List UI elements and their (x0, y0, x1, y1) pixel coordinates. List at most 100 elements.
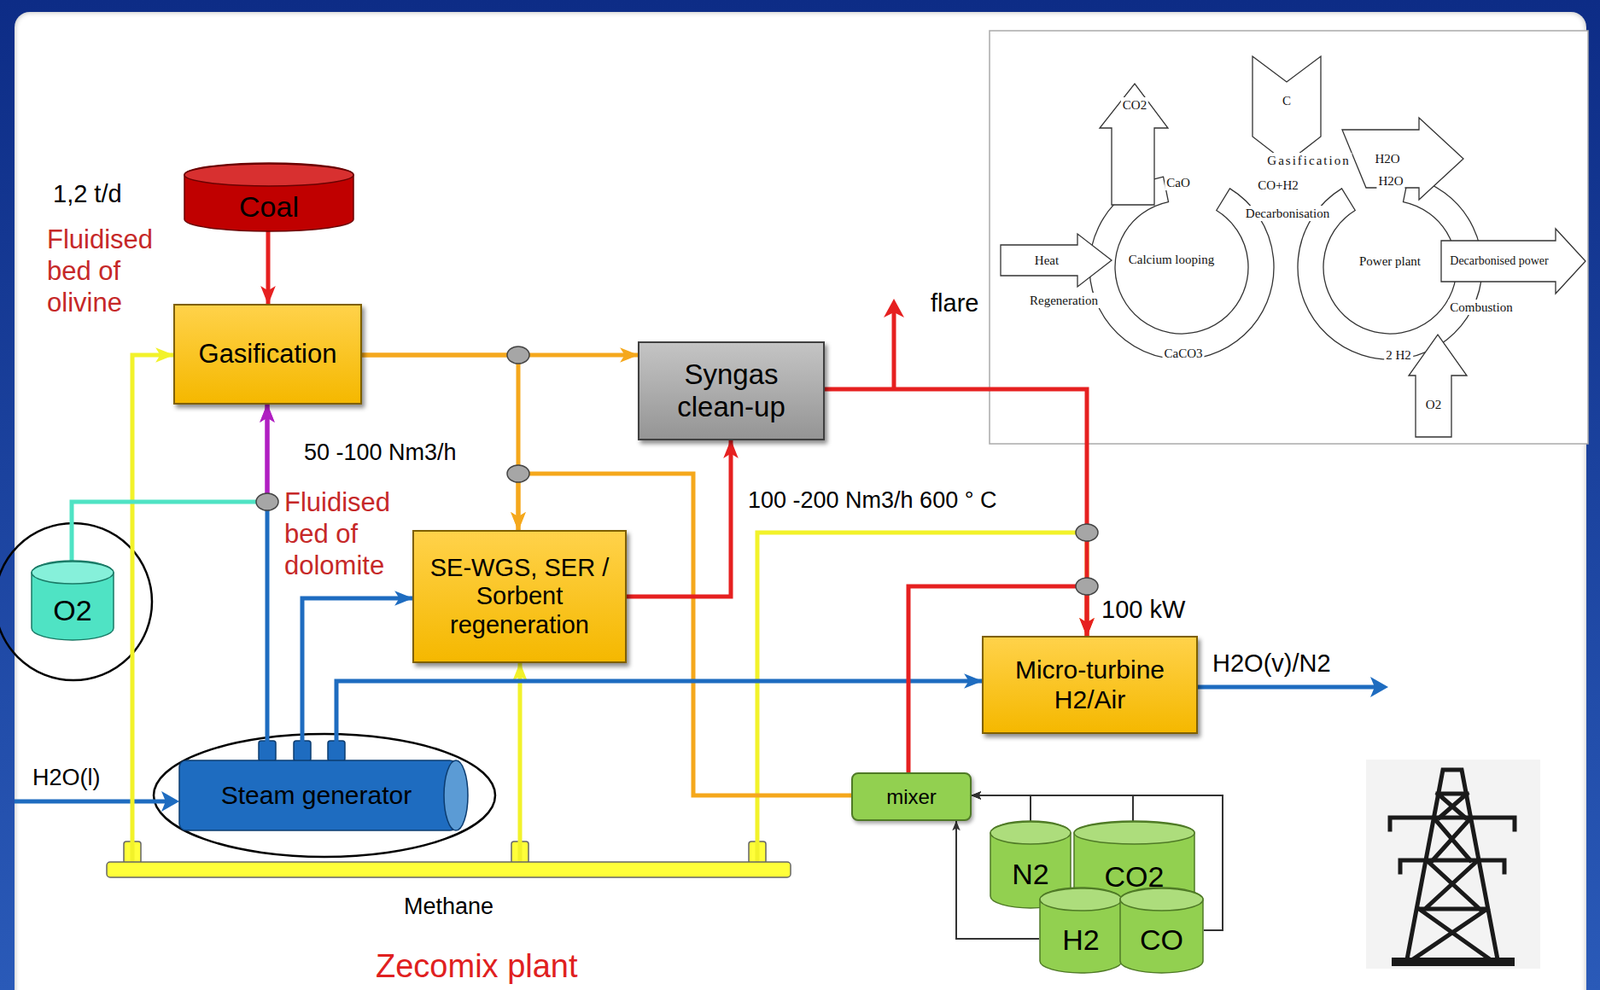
scheme-label: Calcium looping (1127, 251, 1216, 268)
flow-connector (267, 404, 269, 760)
node-text: N2 (1011, 858, 1049, 892)
block-arrow (1408, 334, 1467, 438)
scheme-label: Heat (1033, 252, 1061, 269)
flare-arrow (892, 312, 897, 390)
node-text: mixer (886, 785, 937, 810)
flow-connector (626, 440, 731, 597)
block-arrow (1252, 56, 1321, 164)
coal-hopper-outline (184, 163, 354, 232)
gas-tank-outline (31, 560, 114, 641)
methane-header: Methane (106, 862, 791, 923)
steam-generator-outline (179, 760, 457, 831)
gas-cylinder: CO (1119, 887, 1204, 974)
scheme-label: CaCO3 (1162, 345, 1205, 362)
connector-line (971, 795, 1133, 822)
annotation: flare (930, 288, 979, 319)
junction-dot (256, 493, 279, 511)
scheme-label: 2 H2 (1383, 347, 1414, 363)
flare-arrow (883, 298, 905, 318)
connector-line (265, 404, 270, 503)
pylon-icon (1391, 957, 1515, 967)
scheme-label: CaO (1164, 175, 1192, 191)
connector-line (266, 231, 271, 304)
block-arrow (1099, 83, 1168, 205)
water-inlet-arrow (161, 791, 180, 812)
junction-dot (1075, 578, 1098, 596)
scheme-label: H2O (1372, 151, 1402, 167)
flow-connector (132, 355, 174, 863)
flare-arrow (883, 298, 905, 390)
scheme-label: Gasification (1265, 152, 1352, 169)
exhaust-arrow (1197, 685, 1375, 690)
connector-line (626, 440, 731, 597)
exhaust-arrow (1197, 677, 1389, 698)
connector-line (132, 355, 174, 863)
node-text: Micro-turbine H2/Air (992, 655, 1188, 715)
annotation: Fluidised bed of dolomite (284, 486, 421, 583)
annotation: H2O(l) (32, 764, 101, 792)
flow-connector (71, 404, 268, 561)
junction-dot (507, 346, 530, 364)
scheme-label: Regeneration (1027, 292, 1100, 309)
scheme-label: O2 (1424, 397, 1443, 413)
scheme-label: H2O (1376, 173, 1405, 189)
process-box: SE-WGS, SER / Sorbent regeneration (412, 530, 627, 664)
water-inlet-arrow (14, 791, 180, 812)
scheme-label: Decarbonised power (1448, 254, 1550, 269)
flow-connector (268, 231, 269, 304)
node-text: O2 (52, 594, 92, 628)
gas-cylinder-outline (1120, 887, 1203, 974)
flow-connector (519, 663, 521, 863)
process-box: Syngas clean-up (637, 341, 825, 441)
gas-tank-outline (31, 561, 114, 584)
exhaust-arrow (1370, 677, 1389, 698)
connector-line (518, 663, 523, 863)
connector-line (971, 795, 1031, 822)
gas-cylinder-outline (1039, 888, 1122, 911)
pylon-icon (1389, 770, 1515, 960)
node-text: SE-WGS, SER / Sorbent regeneration (422, 554, 617, 640)
scheme-label: Power plant (1357, 253, 1423, 269)
gas-cylinder-outline (1074, 822, 1195, 845)
inset-scheme (989, 30, 1589, 444)
node-text: Syngas clean-up (648, 358, 815, 424)
scheme-label: CO+H2 (1255, 177, 1301, 193)
gas-cylinder-outline (1120, 888, 1203, 911)
block-arrow (1000, 233, 1112, 287)
inset-scheme (989, 30, 1589, 444)
pylon-icon (1413, 794, 1490, 960)
coal-hopper: Coal (183, 163, 355, 232)
gas-cylinder: H2 (1039, 887, 1123, 974)
scheme-label: Decarbonisation (1243, 205, 1332, 222)
node-text: CO (1139, 923, 1184, 958)
junction-dot (1075, 524, 1098, 542)
block-arrow (1441, 228, 1586, 294)
flow-connector (336, 681, 982, 760)
gas-cylinder-outline (990, 822, 1071, 845)
pylon-icon (1366, 759, 1541, 970)
connector-line (265, 502, 270, 760)
node-text: Steam generator (221, 781, 412, 812)
annotation: H2O(v)/N2 (1212, 648, 1332, 679)
gas-tank: O2 (30, 560, 115, 641)
enclosing-ellipse (0, 523, 152, 681)
enclosing-ellipse (153, 734, 496, 858)
flow-connector (971, 795, 1133, 822)
connector-line (71, 502, 268, 561)
steam-generator-outline (443, 760, 468, 831)
process-box: Gasification (173, 303, 363, 405)
annotation: 100 -200 Nm3/h 600 ° C (747, 486, 997, 514)
methane-tap (123, 841, 766, 865)
block-arrow (1342, 117, 1464, 200)
annotation: 50 -100 Nm3/h (303, 438, 457, 467)
methane-header-outline (106, 862, 791, 878)
annotation: Fluidised bed of olivine (46, 223, 174, 320)
flow-connector (971, 795, 1031, 822)
connector-line (265, 404, 270, 503)
process-box: Micro-turbine H2/Air (981, 636, 1198, 735)
scheme-label: CO2 (1121, 97, 1149, 113)
annotation: 1,2 t/d (52, 179, 123, 210)
node-text: H2 (1062, 923, 1099, 958)
scheme-label: Combustion (1448, 299, 1514, 316)
